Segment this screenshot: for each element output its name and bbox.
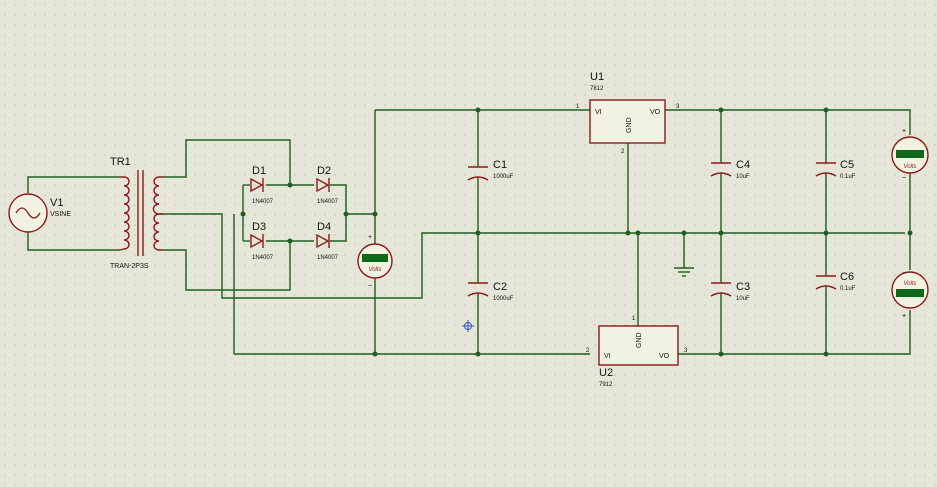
u2-pin-gnd: GND (636, 332, 643, 348)
diode-d2[interactable] (316, 177, 330, 193)
u1-pin-gnd: GND (626, 117, 633, 133)
meter-minus: − (902, 175, 906, 182)
u1-pin-in-num: 1 (576, 104, 580, 110)
d4-ref: D4 (317, 221, 331, 233)
c6-ref: C6 (840, 271, 854, 283)
u2-pin-in-num: 2 (586, 348, 590, 354)
d2-ref: D2 (317, 165, 331, 177)
wires (27, 109, 911, 355)
capacitor-c2[interactable] (467, 282, 489, 297)
v1-ref: V1 (50, 197, 63, 209)
voltmeter-negative-output[interactable]: Volts − + (891, 270, 929, 320)
d3-value: 1N4007 (252, 255, 274, 261)
c5-ref: C5 (840, 159, 854, 171)
meter-plus: + (368, 234, 372, 241)
tr1-ref: TR1 (110, 156, 131, 168)
junction-dots (240, 107, 913, 357)
v1-value: VSINE (50, 211, 71, 218)
c1-ref: C1 (493, 159, 507, 171)
meter-unit: Volts (903, 164, 916, 170)
d1-ref: D1 (252, 165, 266, 177)
c3-ref: C3 (736, 281, 750, 293)
capacitor-c1[interactable] (467, 166, 489, 181)
c6-value: 0.1uF (840, 286, 856, 292)
u1-pin-vi: VI (595, 109, 602, 116)
meter-display (896, 289, 924, 297)
v1-source[interactable]: V1 VSINE (8, 193, 71, 233)
secondary-coil-bottom-icon (153, 213, 163, 251)
sine-wave-icon (15, 207, 41, 219)
d1-value: 1N4007 (252, 199, 274, 205)
crosshair-icon (462, 320, 474, 332)
secondary-coil-top-icon (152, 176, 163, 215)
u1-pin-out-num: 3 (676, 104, 680, 110)
meter-minus: − (902, 270, 906, 277)
c4-ref: C4 (736, 159, 750, 171)
tr1-transformer[interactable] (119, 170, 163, 256)
ground-icon (674, 267, 694, 277)
meter-plus: + (902, 313, 906, 320)
c2-ref: C2 (493, 281, 507, 293)
u2-pin-vo: VO (659, 353, 670, 360)
u2-pin-out-num: 3 (684, 348, 688, 354)
capacitor-c3[interactable] (710, 282, 732, 297)
c5-value: 0.1uF (840, 174, 856, 180)
voltmeter-rectifier[interactable]: Volts + − (357, 234, 393, 290)
u2-ref: U2 (599, 367, 613, 379)
tr1-value: TRAN-2P3S (110, 263, 149, 270)
diode-d4[interactable] (316, 233, 330, 249)
u1-value: 7812 (590, 86, 604, 92)
d3-ref: D3 (252, 221, 266, 233)
capacitor-c6[interactable] (815, 275, 837, 290)
capacitor-c4[interactable] (710, 162, 732, 177)
meter-display (362, 254, 388, 262)
d2-value: 1N4007 (317, 199, 339, 205)
u2-pin-vi: VI (604, 353, 611, 360)
c3-value: 10uF (736, 296, 750, 302)
meter-display (896, 150, 924, 158)
u2-pin-gnd-num: 1 (632, 316, 636, 322)
c2-value: 1000uF (493, 296, 514, 302)
c4-value: 10uF (736, 174, 750, 180)
voltmeter-positive-output[interactable]: Volts + − (891, 128, 929, 182)
c1-value: 1000uF (493, 174, 514, 180)
capacitor-c5[interactable] (815, 162, 837, 177)
meter-plus: + (902, 128, 906, 135)
u1-ref: U1 (590, 71, 604, 83)
d4-value: 1N4007 (317, 255, 339, 261)
diode-d3[interactable] (250, 233, 264, 249)
u1-pin-vo: VO (650, 109, 661, 116)
primary-coil-icon (119, 176, 130, 251)
meter-unit: Volts (903, 281, 916, 287)
regulator-u2[interactable]: VI VO GND (598, 325, 679, 366)
u1-pin-gnd-num: 2 (621, 149, 625, 155)
regulator-u1[interactable]: VI VO GND (589, 99, 666, 144)
meter-minus: − (368, 283, 372, 290)
diode-d1[interactable] (250, 177, 264, 193)
u2-value: 7912 (599, 382, 613, 388)
meter-unit: Volts (368, 267, 381, 273)
